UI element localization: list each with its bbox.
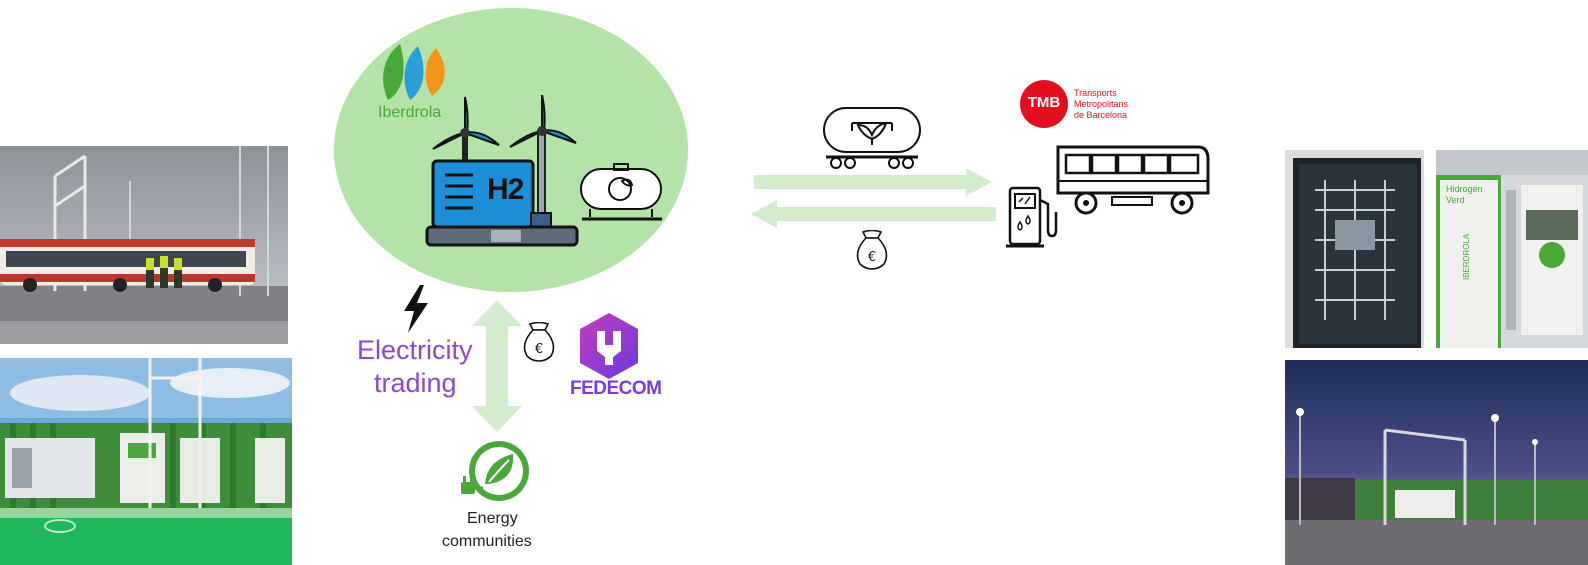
tmb-name-line2: Metropolitans bbox=[1074, 99, 1129, 109]
dispenser-sign-line1: Hidrogen bbox=[1446, 184, 1483, 194]
electricity-trading-line1: Electricity bbox=[357, 335, 473, 365]
hydrogen-tanker-icon bbox=[823, 107, 921, 169]
photo-bus-station bbox=[0, 146, 288, 344]
energy-communities-line2: communities bbox=[442, 533, 532, 550]
money-bag-icon: € bbox=[856, 230, 888, 270]
iberdrola-logo-text: Iberdrola bbox=[378, 104, 442, 121]
hydrogen-tank-icon bbox=[580, 163, 662, 221]
photo-station-dusk bbox=[1285, 360, 1588, 565]
electrolyzer-with-turbines-icon bbox=[425, 95, 579, 247]
fedecom-logo-icon bbox=[580, 313, 638, 379]
tmb-name-line3: de Barcelona bbox=[1074, 110, 1128, 120]
dispenser-sign-brand: IBERDROLA bbox=[1462, 233, 1471, 280]
fuel-pump-icon bbox=[1006, 186, 1058, 248]
hydrogen-delivery-arrow bbox=[754, 168, 992, 196]
tmb-logo-badge: TMB bbox=[1027, 94, 1061, 111]
dispenser-sign-line2: Verd bbox=[1446, 195, 1465, 205]
photo-compressor-cabinet bbox=[1285, 150, 1424, 348]
payment-return-arrow bbox=[751, 200, 996, 228]
bus-icon bbox=[1056, 145, 1210, 215]
wind-turbine-icon bbox=[509, 95, 577, 217]
fedecom-logo-text: FEDECOM bbox=[570, 378, 662, 399]
photo-hydrogen-station bbox=[0, 358, 292, 565]
iberdrola-logo-icon bbox=[383, 44, 445, 100]
energy-community-icon bbox=[461, 441, 529, 501]
tmb-name-line1: Transports bbox=[1074, 88, 1117, 98]
h2-label: H2 bbox=[487, 173, 524, 206]
tmb-logo-icon bbox=[1020, 80, 1068, 128]
electricity-exchange-arrow bbox=[472, 300, 522, 432]
svg-text:€: € bbox=[868, 250, 876, 265]
money-bag-icon: € bbox=[523, 322, 555, 362]
electricity-trading-line2: trading bbox=[374, 368, 457, 398]
photo-dispenser: Hidrogen Verd IBERDROLA bbox=[1436, 150, 1588, 348]
svg-text:€: € bbox=[535, 342, 543, 357]
energy-communities-line1: Energy bbox=[467, 510, 518, 527]
lightning-icon bbox=[404, 285, 428, 333]
